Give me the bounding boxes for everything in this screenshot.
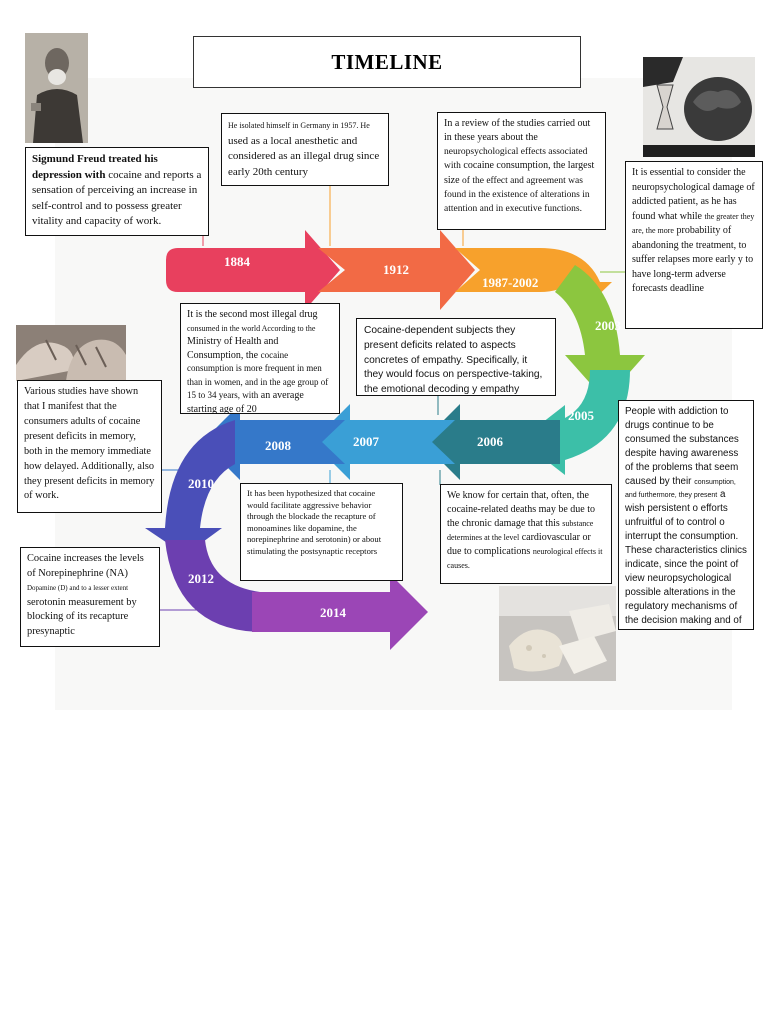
isolated-box-small-text: He isolated himself in Germany in 1957. … <box>228 121 370 130</box>
increases-box-text-2: serotonin measurement by blocking of its… <box>27 597 137 637</box>
year-label-2014: 2014 <box>320 605 347 620</box>
addiction-box: People with addiction to drugs continue … <box>618 400 754 630</box>
hypothesized-box: It has been hypothesized that cocaine wo… <box>240 483 403 581</box>
review-box-text-1: In a review of the studies carried out i… <box>444 118 590 143</box>
increases-box: Cocaine increases the levels of Norepine… <box>20 547 160 647</box>
year-label-2006: 2006 <box>477 434 504 449</box>
year-label-1884: 1884 <box>224 254 251 269</box>
increases-box-text-1: Cocaine increases the levels of Norepine… <box>27 553 144 579</box>
year-label-2005: 2005 <box>568 408 595 423</box>
deaths-box: We know for certain that, often, the coc… <box>440 484 612 584</box>
year-label-1987-2002: 1987-2002 <box>482 275 538 290</box>
addiction-box-text-2: a wish persistent o efforts unfruitful o… <box>625 489 747 630</box>
review-box-small-text-2: of the effect and agreement was found in… <box>444 176 590 215</box>
hypothesized-box-text: It has been hypothesized that cocaine wo… <box>247 488 396 558</box>
year-label-2010: 2010 <box>188 476 214 491</box>
increases-box-small-text: Dopamine (D) and to a lesser extent <box>27 584 128 592</box>
second-drug-box-text-1: It is the second most illegal drug <box>187 309 318 320</box>
year-label-1912: 1912 <box>383 262 409 277</box>
second-drug-box: It is the second most illegal drug consu… <box>180 303 340 414</box>
various-studies-box: Various studies have shown that I manife… <box>17 380 162 513</box>
year-label-2003: 2003 <box>595 318 622 333</box>
freud-box: Sigmund Freud treated his depression wit… <box>25 147 209 236</box>
year-label-2007: 2007 <box>353 434 380 449</box>
second-drug-box-small-text: consumed in the world According to the <box>187 324 315 333</box>
dependent-subjects-box-text: Cocaine-dependent subjects they present … <box>364 324 548 396</box>
essential-box: It is essential to consider the neuropsy… <box>625 161 763 329</box>
essential-box-text-2: probability of abandoning the treatment,… <box>632 225 753 294</box>
isolated-box: He isolated himself in Germany in 1957. … <box>221 113 389 186</box>
various-studies-box-text: Various studies have shown that I manife… <box>24 385 155 504</box>
arrow-1884 <box>166 230 340 310</box>
year-label-2012: 2012 <box>188 571 214 586</box>
addiction-box-text-1: People with addiction to drugs continue … <box>625 406 739 487</box>
dependent-subjects-box: Cocaine-dependent subjects they present … <box>356 318 556 396</box>
year-label-2008: 2008 <box>265 438 292 453</box>
isolated-box-text: used as a local anesthetic and considere… <box>228 135 379 178</box>
review-box: In a review of the studies carried out i… <box>437 112 606 230</box>
